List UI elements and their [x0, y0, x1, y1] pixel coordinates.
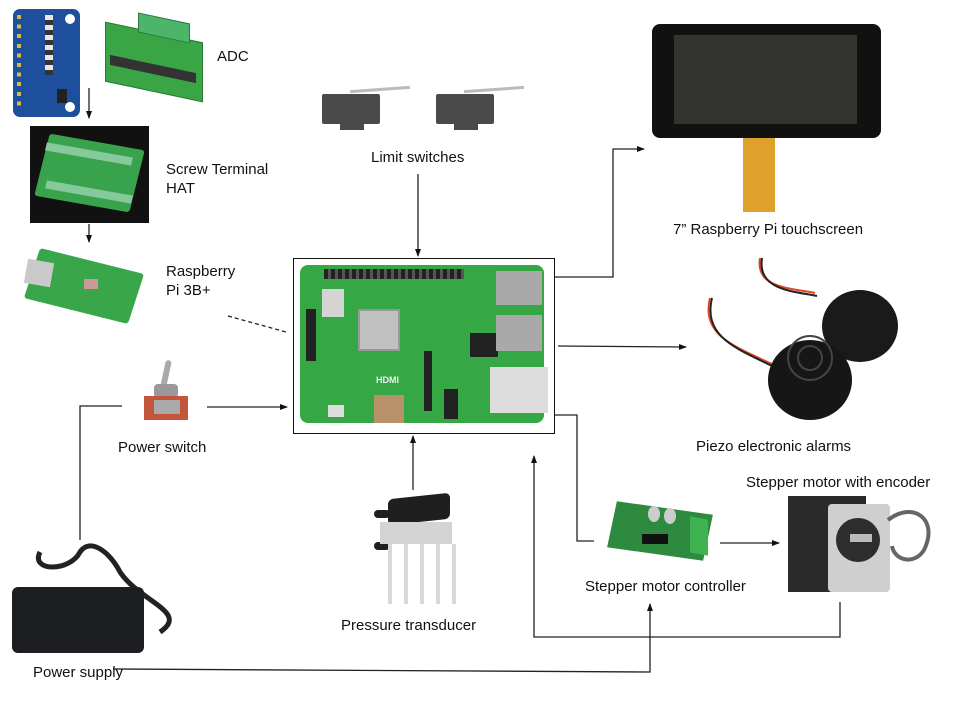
touchscreen-label: 7” Raspberry Pi touchscreen [673, 221, 864, 238]
raspberry-pi-label-line1: Raspberry [166, 263, 236, 280]
screw-terminal-hat-image [30, 126, 149, 223]
touchscreen-ribbon-cable [743, 138, 775, 212]
raspberry-pi-board-image: HDMI [300, 265, 548, 423]
hdmi-text: HDMI [376, 375, 399, 385]
screw-terminal-label-line1: Screw Terminal [166, 161, 269, 178]
wire-pi-to-touchscreen [553, 146, 645, 278]
touchscreen-image [652, 24, 881, 138]
limit-switch-image-1 [322, 84, 411, 136]
pressure-transducer-image [360, 492, 470, 608]
raspberry-pi-small-image [18, 243, 146, 324]
wire-power-supply-to-switch [79, 405, 122, 540]
wire-pi-to-piezo [557, 343, 687, 350]
stepper-controller-image [604, 500, 716, 561]
piezo-alarms-image [700, 257, 900, 438]
wire-pi-dashed-link [227, 315, 287, 333]
pressure-transducer-label: Pressure transducer [341, 617, 477, 634]
power-switch-label: Power switch [118, 439, 207, 456]
power-supply-label: Power supply [33, 664, 124, 681]
adc-hat-image [100, 12, 210, 103]
wire-pi-to-stepper-controller [554, 414, 594, 542]
screw-terminal-label-line2: HAT [166, 180, 195, 197]
adc-breakout-board-image [13, 9, 80, 117]
limit-switches-label: Limit switches [371, 149, 465, 166]
raspberry-pi-label-line2: Pi 3B+ [166, 282, 211, 299]
stepper-motor-label: Stepper motor with encoder [746, 474, 931, 491]
power-supply-image [10, 532, 190, 657]
power-switch-image [136, 356, 196, 434]
stepper-controller-label: Stepper motor controller [585, 578, 746, 595]
stepper-motor-image [788, 496, 938, 596]
wire-power-supply-to-controller [112, 603, 653, 673]
limit-switch-image-2 [436, 84, 525, 136]
adc-label: ADC [217, 48, 249, 65]
piezo-alarms-label: Piezo electronic alarms [696, 438, 852, 455]
raspberry-pi-board-box: HDMI [293, 258, 555, 434]
